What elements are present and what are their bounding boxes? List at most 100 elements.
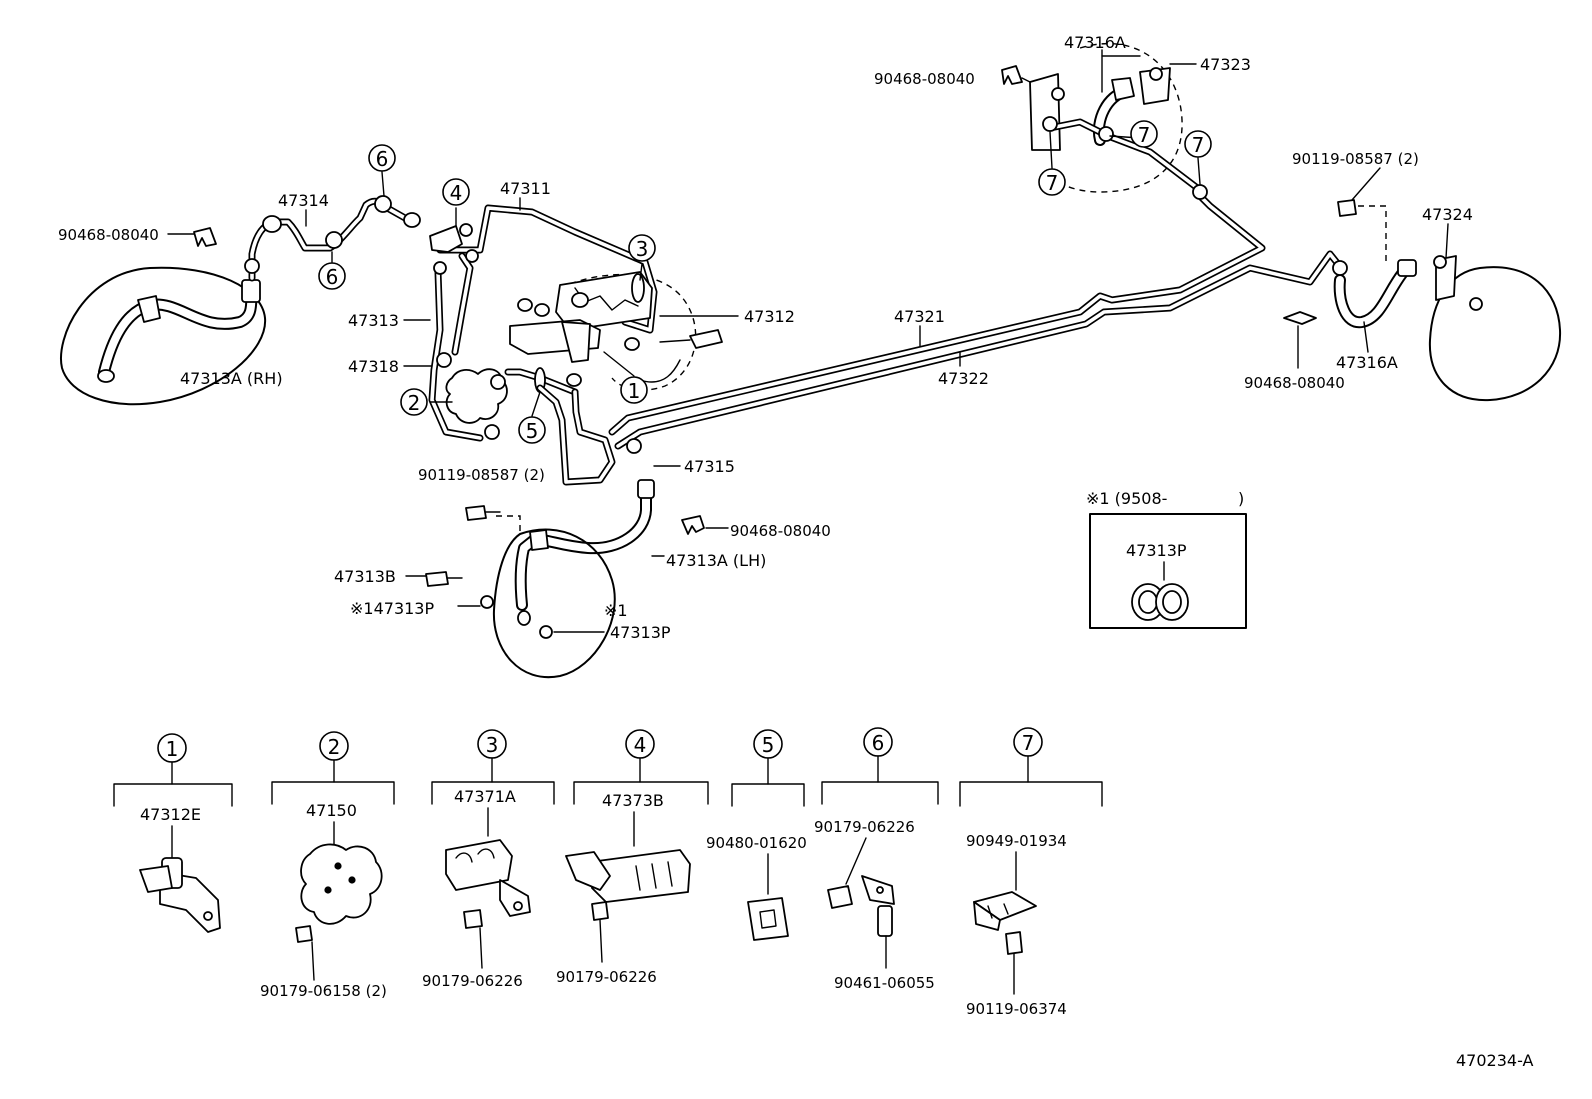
pipe-nut-center xyxy=(566,373,582,387)
leader-lines xyxy=(305,49,1449,633)
rear-right-nut xyxy=(1332,260,1348,276)
label-47313P-mark: ※147313P xyxy=(350,599,434,618)
pv-nut-a xyxy=(436,352,452,368)
inset-box: ※1 (9508- ) 47313P xyxy=(1086,489,1247,629)
label-47324: 47324 xyxy=(1422,205,1473,224)
master-port-a xyxy=(571,292,589,308)
svg-text:7: 7 xyxy=(1138,123,1151,147)
svg-text:1: 1 xyxy=(628,379,641,403)
rh-front-brake-assembly xyxy=(60,195,421,406)
rear-right-brake-assembly xyxy=(1283,199,1562,402)
label-90468-left: 90468-08040 xyxy=(58,226,159,244)
clamp-47373B xyxy=(565,849,691,921)
callout-2: 2 xyxy=(400,388,428,416)
rear-right-clip xyxy=(1283,311,1317,325)
gasket-47313P-b xyxy=(539,625,553,639)
callout-7-c: 7 xyxy=(1038,168,1066,196)
rear-upper-brake-assembly xyxy=(1001,42,1208,200)
callouts: 6 6 4 3 1 2 5 7 7 7 xyxy=(318,120,1212,444)
rh-pipe-clamp xyxy=(262,215,282,233)
lh-brake-disc xyxy=(492,528,616,679)
pv-nut-c xyxy=(484,424,500,440)
part-47323 xyxy=(1149,67,1163,81)
detail-2-sub: 90179-06158 (2) xyxy=(260,982,387,1000)
svg-text:6: 6 xyxy=(326,265,339,289)
detail-2-number: 2 xyxy=(328,735,341,759)
center-brake-assembly xyxy=(428,192,1342,555)
part-labels: 47316A 47323 90468-08040 90119-08587 (2)… xyxy=(58,33,1534,1070)
clamp-4-nut-b xyxy=(465,249,479,263)
pipe-nut-front xyxy=(403,212,421,228)
detail-7: 7 90949-01934 90119-06374 xyxy=(959,727,1103,1018)
gasket-47313P-a xyxy=(480,595,494,609)
detail-5: 5 90480-01620 xyxy=(706,729,807,941)
part-47324 xyxy=(1433,255,1447,269)
detail-6-sub: 90461-06055 xyxy=(834,974,935,992)
label-47313: 47313 xyxy=(348,311,399,330)
clamp-4-nut xyxy=(433,261,447,275)
detail-6-grommet xyxy=(877,905,893,937)
detail-2-bolt xyxy=(295,925,313,943)
label-47322: 47322 xyxy=(938,369,989,388)
inset-title: ※1 (9508- xyxy=(1086,489,1167,508)
label-47313B: 47313B xyxy=(334,567,396,586)
detail-4-sub: 90179-06226 xyxy=(556,968,657,986)
callout-7-a: 7 xyxy=(1130,120,1158,148)
rh-hose-clip xyxy=(193,227,217,247)
callout-4: 4 xyxy=(442,178,470,206)
rh-flex-hose xyxy=(98,282,258,378)
pv-nut-b xyxy=(490,374,506,390)
detail-2: 2 47150 90179-06158 (2) xyxy=(260,731,395,1000)
detail-3-part: 47371A xyxy=(454,787,516,806)
label-47311: 47311 xyxy=(500,179,551,198)
detail-4-number: 4 xyxy=(634,733,647,757)
rh-hose-bracket xyxy=(137,295,161,323)
label-47313A-lh: 47313A (LH) xyxy=(666,551,766,570)
svg-text:3: 3 xyxy=(636,237,649,261)
label-47316A-top: 47316A xyxy=(1064,33,1126,52)
rear-upper-clip xyxy=(1001,65,1023,85)
detail-7-sub: 90119-06374 xyxy=(966,1000,1067,1018)
pipe-nut-47315 xyxy=(626,438,642,454)
label-47313P: 47313P xyxy=(610,623,671,642)
lh-hose-bracket xyxy=(529,529,549,551)
master-port-clip xyxy=(631,273,645,303)
lh-hose-fitting xyxy=(637,479,655,499)
label-47316A-right: 47316A xyxy=(1336,353,1398,372)
label-47314: 47314 xyxy=(278,191,329,210)
union-bolt-90119-right xyxy=(1337,199,1357,217)
rear-upper-hose-fitting xyxy=(1111,77,1135,101)
pipe-clamp-7c xyxy=(1192,184,1208,200)
pipe-clamp-4 xyxy=(429,225,463,253)
callout-3: 3 xyxy=(628,234,656,262)
callout-6-upper: 6 xyxy=(368,144,396,172)
rear-right-hose-fitting xyxy=(1397,259,1417,277)
callout-6-lower: 6 xyxy=(318,262,346,290)
pipe-clamp-6b xyxy=(374,195,392,213)
detail-3-number: 3 xyxy=(486,733,499,757)
svg-text:6: 6 xyxy=(376,147,389,171)
detail-2-part: 47150 xyxy=(306,801,357,820)
pipe-clamp-7b xyxy=(1098,126,1114,142)
union-tee xyxy=(561,321,591,363)
union-nut-a xyxy=(517,298,533,312)
inset-title-close: ) xyxy=(1238,489,1244,508)
detail-3: 3 47371A 90179-06226 xyxy=(422,729,555,990)
detail-7-number: 7 xyxy=(1022,731,1035,755)
pipe-clamp-7a xyxy=(1042,116,1058,132)
svg-text:4: 4 xyxy=(450,181,463,205)
inset-part-label: 47313P xyxy=(1126,541,1187,560)
label-47323: 47323 xyxy=(1200,55,1251,74)
label-90119-center: 90119-08587 (2) xyxy=(418,466,545,484)
detail-1: 1 47312E xyxy=(113,733,233,933)
bolt-47313B xyxy=(425,571,449,587)
rear-right-drum xyxy=(1428,266,1562,402)
detail-1-part: 47312E xyxy=(140,805,201,824)
callout-5: 5 xyxy=(518,416,546,444)
callout-7-b: 7 xyxy=(1184,130,1212,158)
detail-4: 4 47373B 90179-06226 xyxy=(556,729,709,986)
rear-upper-nut xyxy=(1051,87,1065,101)
label-47312: 47312 xyxy=(744,307,795,326)
detail-3-sub: 90179-06226 xyxy=(422,972,523,990)
